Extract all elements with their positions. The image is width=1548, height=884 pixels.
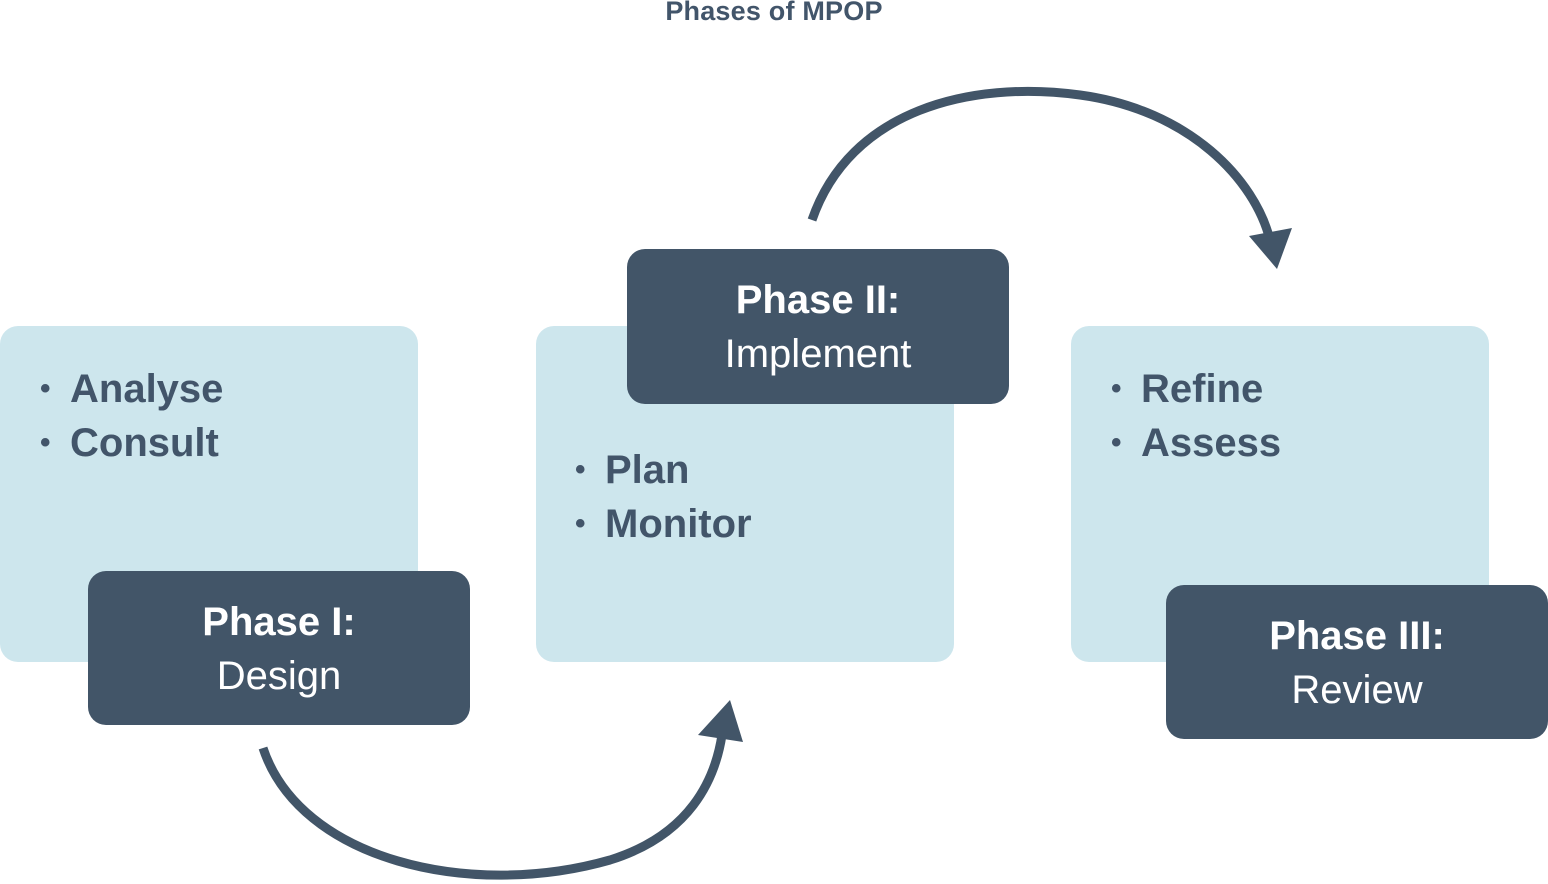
arrow-implement-to-review (807, 86, 1275, 242)
list-item: •Analyse (40, 362, 223, 416)
bullet-icon: • (1111, 426, 1122, 459)
phase-2-items: •Plan •Monitor (575, 443, 752, 551)
list-item: •Refine (1111, 362, 1281, 416)
diagram-title: Phases of MPOP (665, 0, 883, 26)
list-item: •Plan (575, 443, 752, 497)
phase-1-subtitle: Design (216, 654, 342, 698)
phase-3-subtitle: Review (1291, 668, 1423, 712)
arrow-head-implement-to-review (1249, 228, 1292, 269)
phase-3-title: Phase III: (1269, 614, 1445, 658)
bullet-icon: • (40, 372, 51, 405)
bullet-icon: • (575, 507, 586, 540)
phase-3-label: Phase III: Review (1166, 585, 1548, 739)
list-item: •Consult (40, 416, 223, 470)
bullet-icon: • (1111, 372, 1122, 405)
bullet-icon: • (575, 453, 586, 486)
phase-2-title: Phase II: (735, 278, 901, 322)
phase-2-label: Phase II: Implement (627, 249, 1009, 404)
phase-1-title: Phase I: (202, 600, 356, 644)
phase-2-subtitle: Implement (724, 332, 912, 376)
phase-3-items: •Refine •Assess (1111, 362, 1281, 470)
arrow-design-to-implement (258, 734, 727, 880)
list-item: •Monitor (575, 497, 752, 551)
phase-1-items: •Analyse •Consult (40, 362, 223, 470)
list-item: •Assess (1111, 416, 1281, 470)
arrow-head-design-to-implement (698, 700, 743, 742)
bullet-icon: • (40, 426, 51, 459)
phase-1-label: Phase I: Design (88, 571, 470, 725)
